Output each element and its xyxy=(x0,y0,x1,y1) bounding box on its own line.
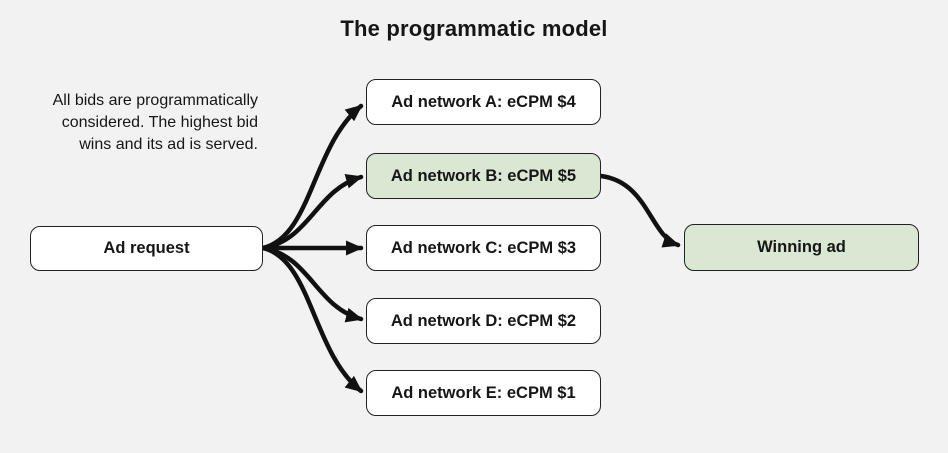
arrow-source-to-network-e xyxy=(260,245,364,394)
arrow-source-to-network-a xyxy=(260,103,364,251)
ad-network-c-box: Ad network C: eCPM $3 xyxy=(366,225,601,271)
winning-ad-box: Winning ad xyxy=(684,224,919,271)
ad-request-box: Ad request xyxy=(30,226,263,271)
ad-network-b-label: Ad network B: eCPM $5 xyxy=(390,166,577,185)
description-text: All bids are programmatically considered… xyxy=(14,90,258,156)
ad-network-a-label: Ad network A: eCPM $4 xyxy=(391,92,576,111)
arrow-network-b-to-winner xyxy=(598,173,681,248)
description-line: All bids are programmatically xyxy=(52,92,258,109)
description-line: wins and its ad is served. xyxy=(79,136,258,153)
ad-network-c-label: Ad network C: eCPM $3 xyxy=(390,238,577,257)
ad-network-e-box: Ad network E: eCPM $1 xyxy=(366,370,601,416)
ad-network-a-box: Ad network A: eCPM $4 xyxy=(366,79,601,125)
description-line: considered. The highest bid xyxy=(61,114,258,131)
ad-network-b-box: Ad network B: eCPM $5 xyxy=(366,153,601,199)
ad-network-d-box: Ad network D: eCPM $2 xyxy=(366,298,601,344)
ad-network-e-label: Ad network E: eCPM $1 xyxy=(391,383,576,402)
winning-ad-label: Winning ad xyxy=(757,238,846,256)
ad-request-label: Ad request xyxy=(103,239,190,257)
diagram-title: The programmatic model xyxy=(340,16,608,41)
arrow-source-to-network-b xyxy=(260,173,364,251)
ad-network-d-label: Ad network D: eCPM $2 xyxy=(390,311,577,330)
